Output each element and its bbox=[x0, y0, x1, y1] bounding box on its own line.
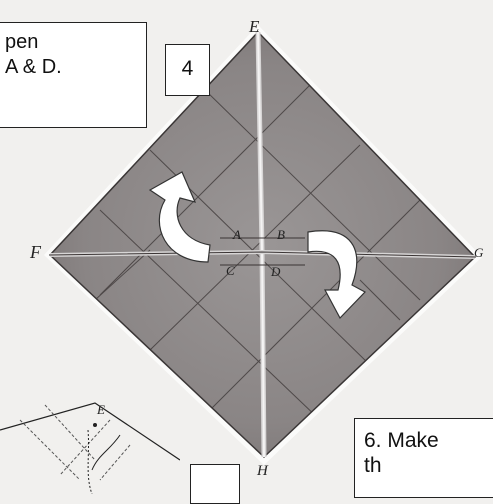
instruction-box-top: pen A & D. bbox=[0, 22, 147, 128]
label-h: H bbox=[257, 463, 268, 480]
instruction-top-line-2: A & D. bbox=[5, 55, 146, 80]
instruction-bottom-line-1: 6. Make bbox=[364, 428, 493, 453]
label-d: D bbox=[271, 264, 280, 280]
step-number: 4 bbox=[182, 57, 194, 80]
label-f: F bbox=[30, 242, 41, 263]
label-e: E bbox=[249, 17, 259, 37]
label-b: B bbox=[277, 227, 285, 243]
step-number-box: 4 bbox=[165, 44, 210, 96]
step-number-box-partial bbox=[190, 464, 240, 504]
label-lower-e: E bbox=[97, 402, 105, 418]
lower-diagram-fragment bbox=[0, 400, 180, 494]
label-g: G bbox=[474, 245, 483, 261]
instruction-box-bottom: 6. Make th bbox=[354, 418, 493, 498]
instruction-top-line-1: pen bbox=[5, 30, 146, 55]
label-a: A bbox=[233, 227, 241, 243]
label-c: C bbox=[226, 263, 235, 279]
instruction-bottom-line-2: th bbox=[364, 453, 493, 478]
